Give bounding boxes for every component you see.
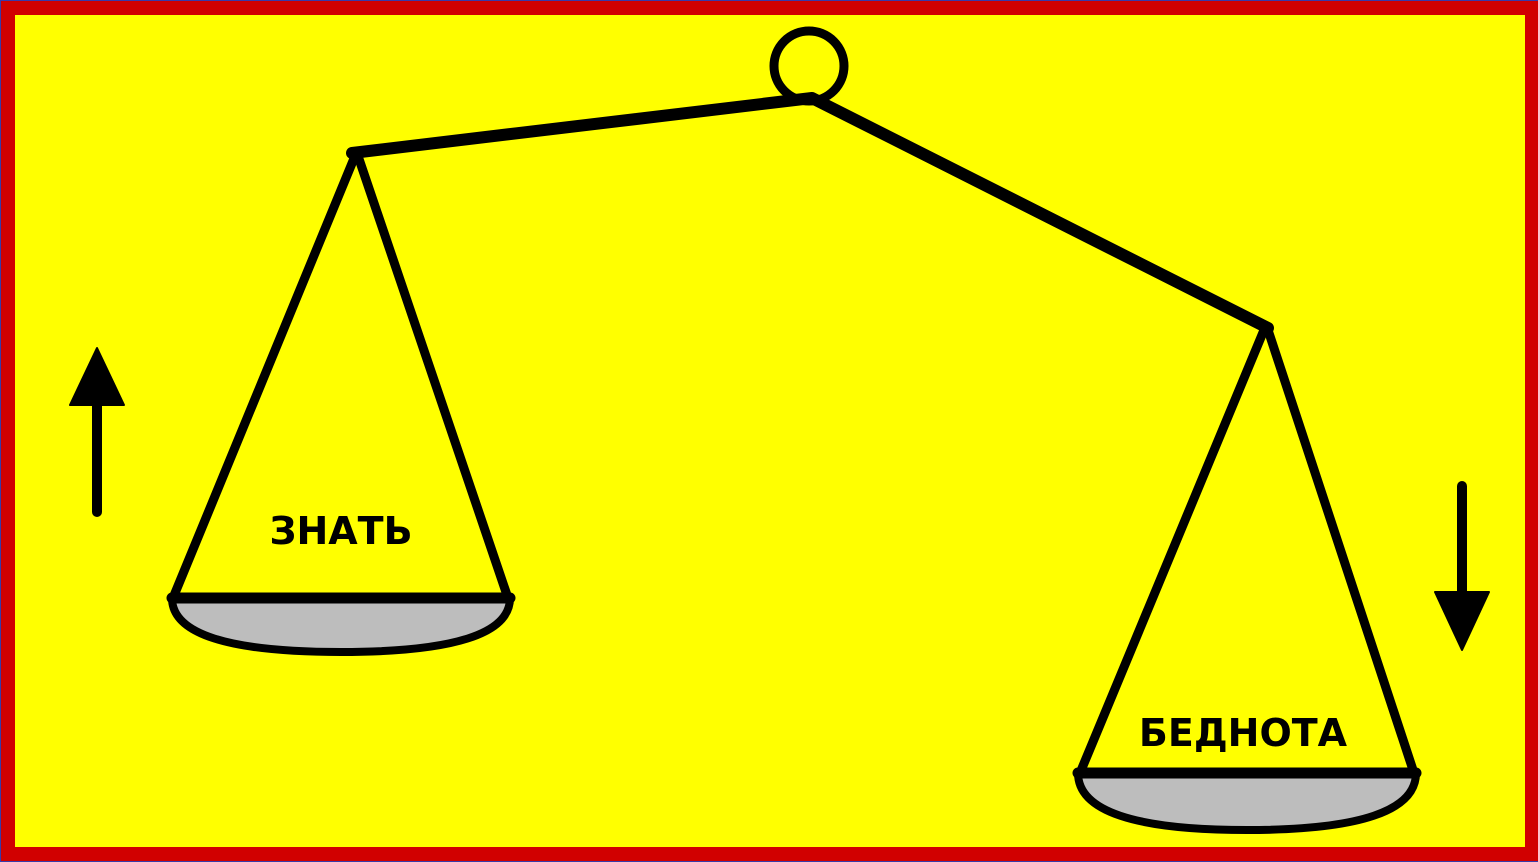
right-pan-label: БЕДНОТА xyxy=(1139,711,1348,755)
left-pan-label: ЗНАТЬ xyxy=(269,509,412,553)
left-pan-bowl xyxy=(172,598,510,652)
right-pan-bowl xyxy=(1078,773,1416,830)
